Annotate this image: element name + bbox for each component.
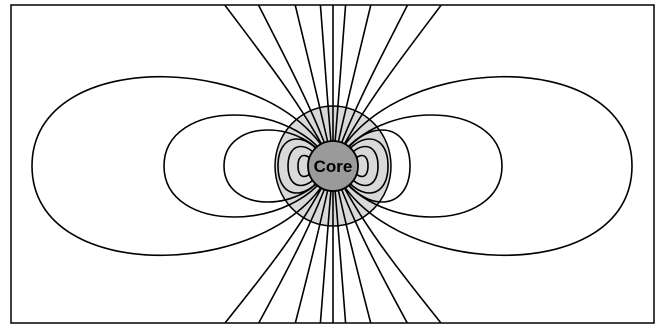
core-sphere xyxy=(307,140,359,192)
field-loop-right-2 xyxy=(341,145,379,187)
field-loop-right-6 xyxy=(332,75,633,257)
field-loops-right xyxy=(332,75,633,257)
field-loop-left-5 xyxy=(163,114,333,218)
field-loop-left-4 xyxy=(223,129,331,203)
field-loop-left-6 xyxy=(31,75,334,257)
field-loop-right-5 xyxy=(333,114,503,218)
frame-border xyxy=(10,4,655,324)
core-label: Core xyxy=(314,157,353,176)
field-loop-left-2 xyxy=(287,145,325,187)
field-loop-right-3 xyxy=(337,138,389,194)
